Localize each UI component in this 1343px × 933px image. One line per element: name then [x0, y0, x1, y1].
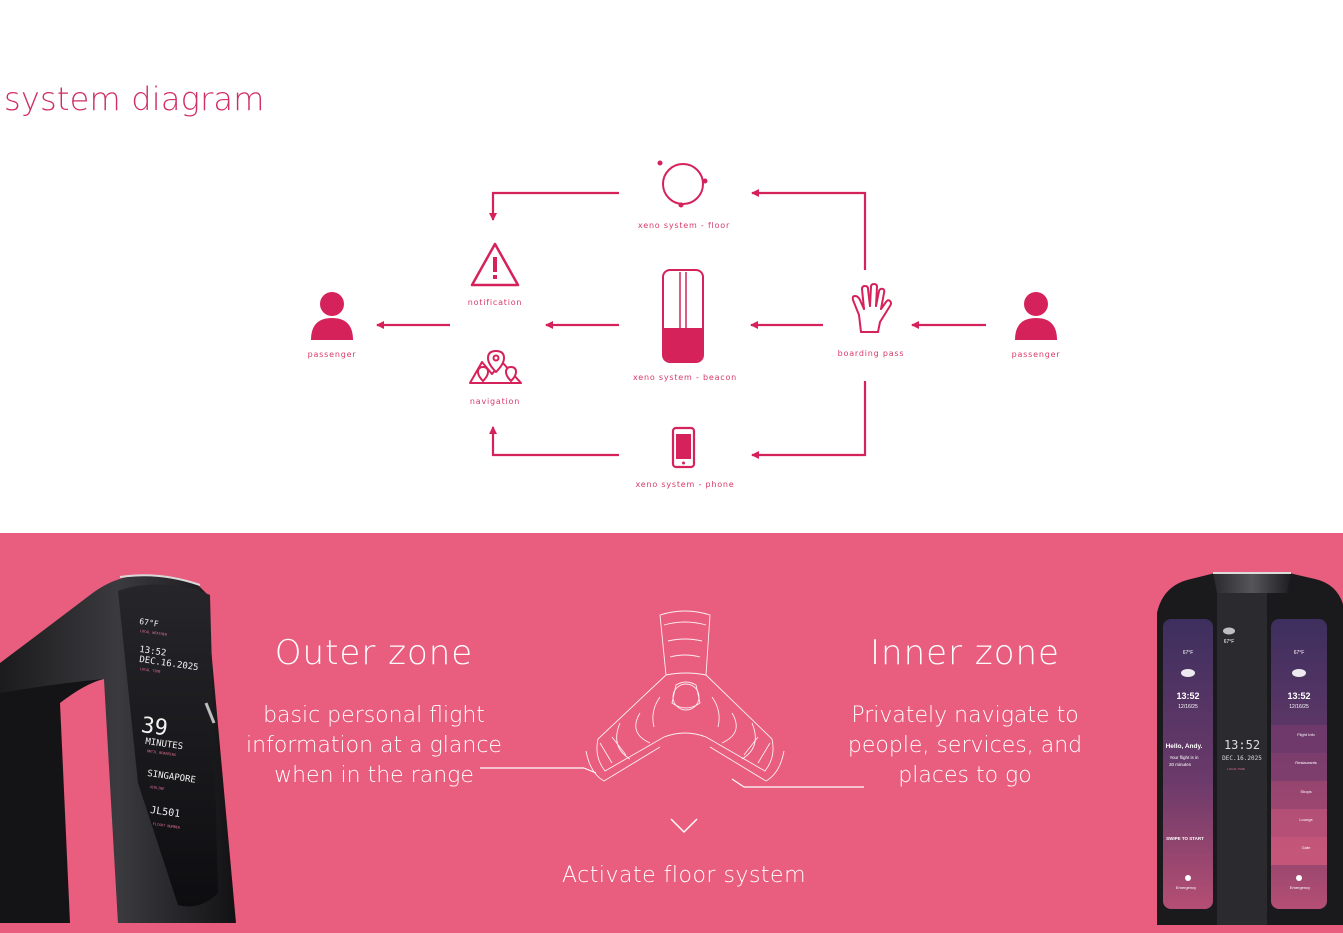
inner-zone-desc-line-3: places to go: [898, 763, 1032, 788]
node-label-phone: xeno system - phone: [635, 480, 735, 489]
node-label-passenger-right: passenger: [1011, 350, 1061, 359]
hand-icon: [851, 283, 892, 333]
rd-right-menu-shops: Shops: [1300, 789, 1312, 794]
inner-zone-desc-line-1: Privately navigate to: [851, 703, 1079, 728]
node-label-notification: notification: [467, 298, 523, 307]
node-label-passenger-left: passenger: [307, 350, 357, 359]
passenger-left-icon: [311, 292, 353, 340]
zones-band: 67°F LOCAL WEATHER 13:52 DEC.16.2025 LOC…: [0, 533, 1343, 933]
rd-left-date: 12/16/25: [1178, 704, 1198, 710]
map-pin-icon: [469, 350, 522, 384]
outer-zone-desc-line-1: basic personal flight: [263, 703, 485, 728]
rd-left-greeting: Hello, Andy.: [1165, 743, 1203, 750]
rd-right-menu-flight-info: Flight Info: [1297, 732, 1315, 737]
page-title: system diagram: [4, 80, 265, 118]
passenger-right-icon: [1015, 292, 1057, 340]
rd-center-local-time: LOCAL TIME: [1227, 767, 1245, 771]
connector-phone-to-navigation: [489, 426, 619, 457]
rd-center-temp: 67°F: [1223, 639, 1235, 645]
node-label-boarding-pass: boarding pass: [837, 349, 905, 358]
rd-right-menu-lounge: Lounge: [1299, 817, 1313, 822]
rd-left-message-2: 30 minutes: [1168, 762, 1192, 767]
floor-system-wireframe: [480, 610, 864, 834]
phone-icon: [671, 426, 696, 469]
rd-right-time: 13:52: [1287, 691, 1311, 701]
beacon-icon: [662, 269, 704, 363]
rd-left-emergency: Emergency: [1175, 885, 1197, 890]
outer-zone-device: [0, 574, 236, 923]
inner-zone-device: [1157, 572, 1343, 925]
inner-zone-desc-line-2: people, services, and: [847, 733, 1083, 758]
outer-zone-title: Outer zone: [274, 633, 474, 673]
rd-left-message-1: Your flight is in: [1169, 755, 1199, 760]
rd-right-menu-restaurants: Restaurants: [1295, 760, 1317, 765]
connector-floor-to-notification: [489, 191, 619, 221]
rd-left-swipe: SWIPE TO START: [1166, 836, 1204, 841]
warning-icon: [470, 242, 520, 287]
chevron-down-icon: [670, 818, 698, 834]
floor-system-icon: [657, 160, 708, 208]
node-label-navigation: navigation: [469, 397, 521, 406]
rd-center-time: 13:52: [1223, 738, 1261, 752]
rd-center-date: DEC.16.2025: [1222, 755, 1262, 762]
outer-zone-desc-line-2: information at a glance: [246, 733, 502, 758]
rd-right-menu-gate: Gate: [1301, 845, 1311, 850]
rd-right-date: 12/16/25: [1289, 704, 1309, 710]
rd-right-emergency: Emergency: [1289, 885, 1311, 890]
rd-right-temp: 67°F: [1293, 650, 1305, 656]
node-label-floor: xeno system - floor: [637, 221, 731, 230]
connector-boardingpass-to-floor: [751, 189, 867, 270]
node-label-beacon: xeno system - beacon: [632, 373, 738, 382]
connector-boardingpass-to-phone: [751, 381, 867, 459]
inner-zone-title: Inner zone: [870, 633, 1060, 673]
rd-left-time: 13:52: [1176, 691, 1200, 701]
system-diagram: [311, 160, 1057, 469]
outer-zone-desc-line-3: when in the range: [274, 763, 474, 788]
activate-floor-system-label: Activate floor system: [561, 863, 807, 888]
rd-left-temp: 67°F: [1182, 650, 1194, 656]
